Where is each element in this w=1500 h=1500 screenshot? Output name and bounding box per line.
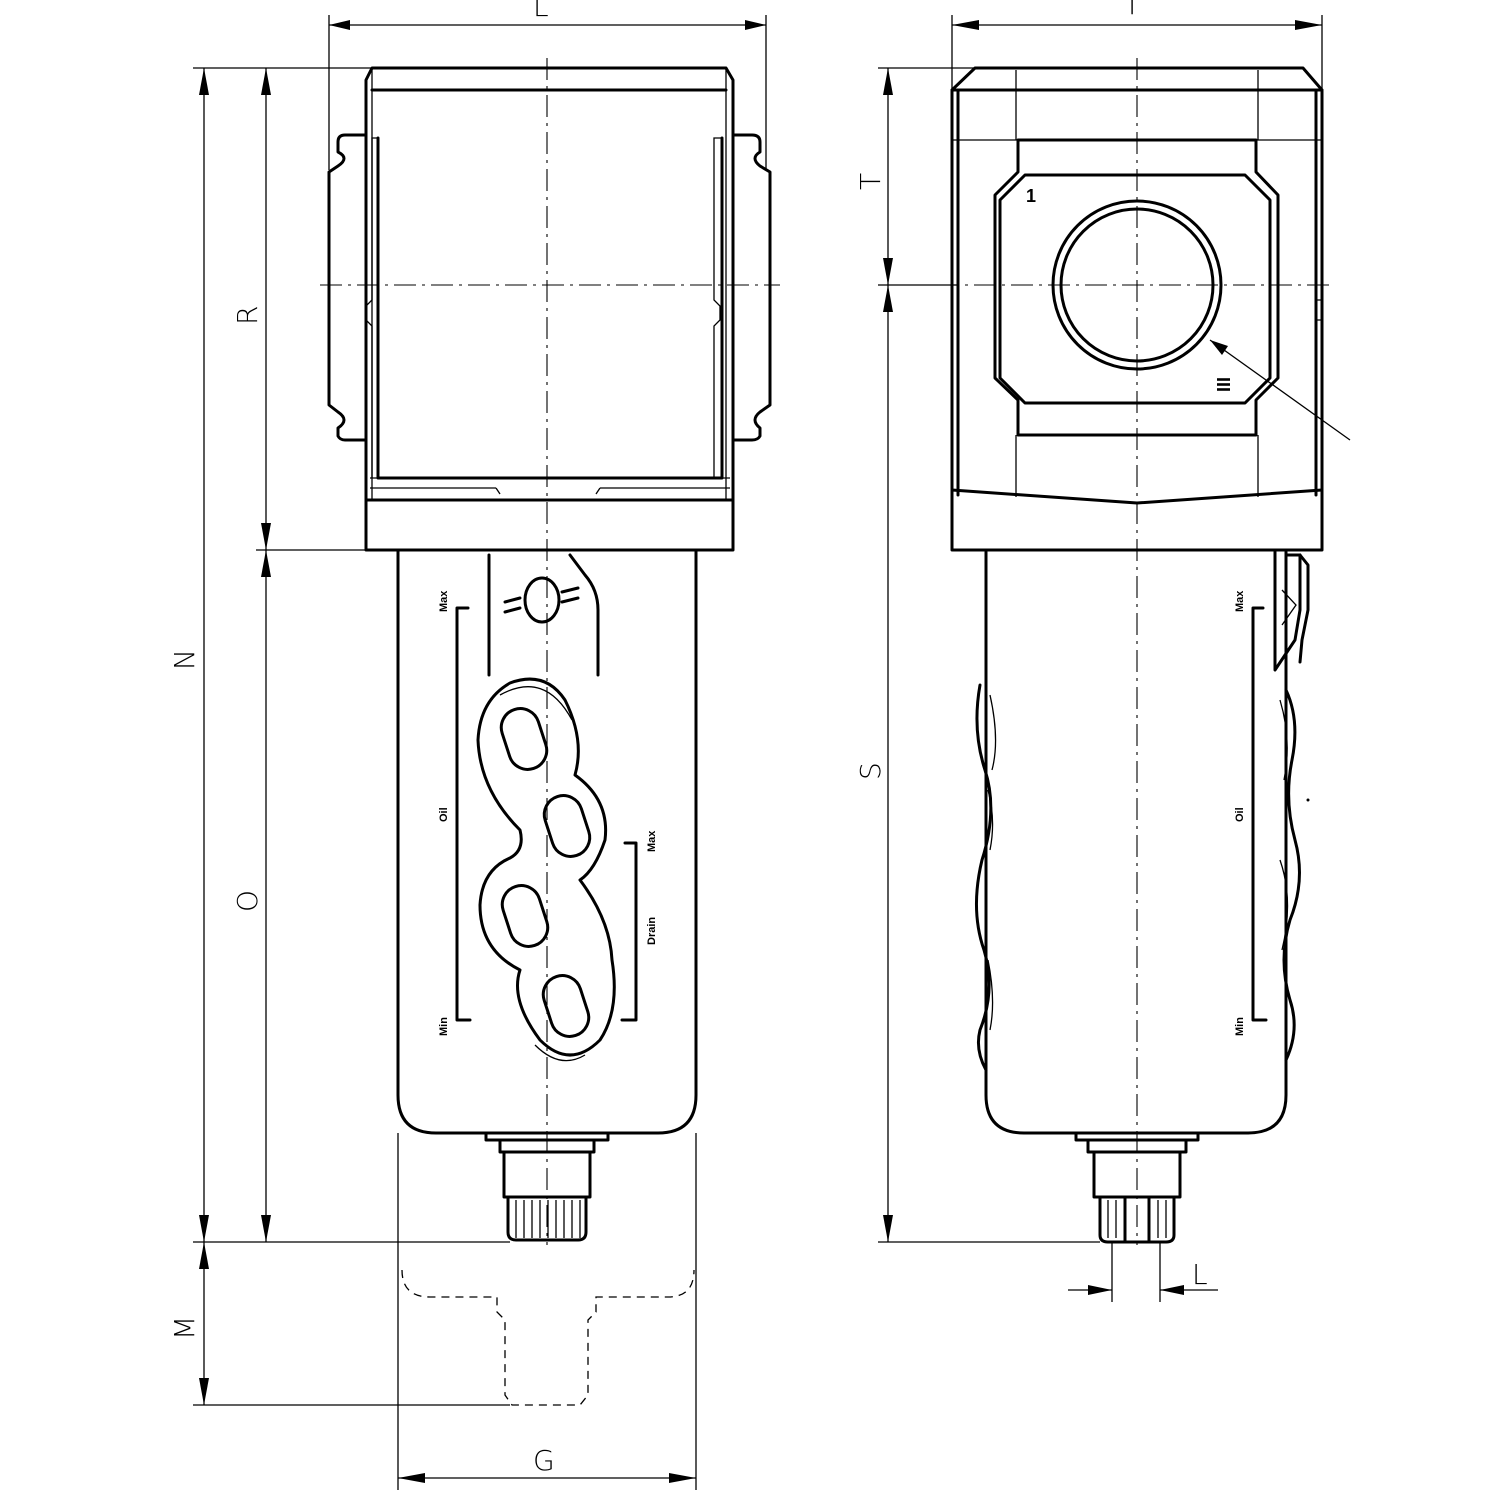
bowl-label-oil-right: Oil <box>1234 807 1246 822</box>
sight-glass-outline <box>476 677 616 1057</box>
dim-label-o: O <box>231 890 264 912</box>
sight-slot-1 <box>499 707 549 771</box>
dim-label-s: S <box>854 762 887 780</box>
drain-label: Drain <box>646 917 658 945</box>
dim-label-i: I <box>1128 0 1136 21</box>
port-plate-outer <box>993 138 1280 437</box>
sight-slot-4 <box>541 974 591 1038</box>
dim-label-drain-width: L <box>1192 1258 1208 1291</box>
bowl-label-oil-left: Oil <box>438 807 450 822</box>
removal-clearance <box>401 1269 695 1406</box>
front-view-dimensions: L N R O M G <box>168 0 767 1490</box>
dim-label-m: M <box>168 1316 201 1340</box>
left-mounting-ear <box>327 133 368 442</box>
sight-slot-2 <box>542 794 592 858</box>
dim-label-top-width: L <box>533 0 549 23</box>
bowl-label-min-left: Min <box>438 1017 450 1036</box>
side-bowl <box>984 550 1288 1135</box>
side-view: 1 III Max Oil Min <box>900 58 1351 1245</box>
front-inner-frame <box>376 136 724 480</box>
bowl-label-max-left: Max <box>438 590 450 612</box>
port-plate-inner <box>998 173 1272 405</box>
sight-slot-3 <box>500 884 550 948</box>
drain-label-max: Max <box>646 830 658 852</box>
side-sight-right <box>1282 688 1301 1062</box>
dim-label-r: R <box>231 306 264 325</box>
dim-label-g: G <box>533 1444 555 1477</box>
dim-label-t: T <box>854 173 887 190</box>
port-label-1: 1 <box>1026 186 1036 206</box>
side-sight-left <box>975 683 993 1072</box>
latch-button <box>523 576 561 624</box>
bowl-label-max-right: Max <box>1234 590 1246 612</box>
drain-knob <box>506 1195 588 1242</box>
side-view-dimensions: I T S L <box>854 0 1323 1302</box>
port-label-iii: III <box>1214 377 1234 392</box>
bowl-latch <box>487 553 600 677</box>
right-mounting-ear <box>731 133 772 442</box>
dim-label-n: N <box>168 649 201 670</box>
front-view: Max Oil Min Max Drain <box>320 58 780 1406</box>
bowl-label-min-right: Min <box>1234 1017 1246 1036</box>
